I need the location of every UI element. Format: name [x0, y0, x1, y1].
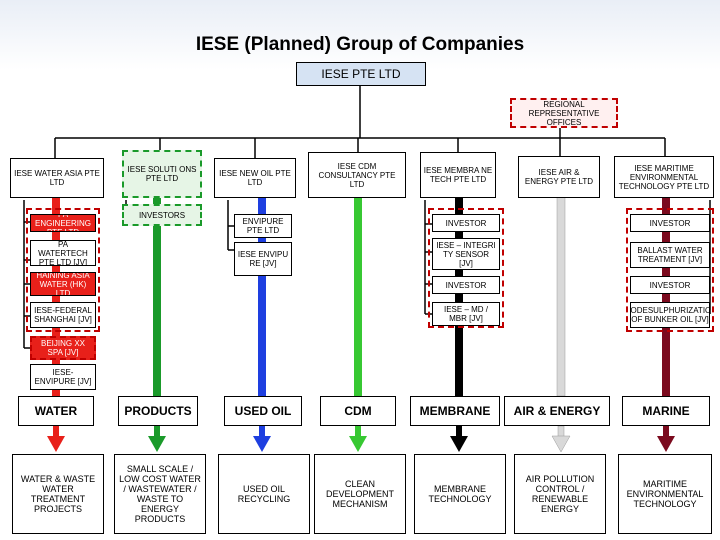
- membrane-sub-4: IESE – MD / MBR [JV]: [432, 302, 500, 326]
- company-water-asia: IESE WATER ASIA PTE LTD: [10, 158, 104, 198]
- marine-sub-2: BALLAST WATER TREATMENT [JV]: [630, 242, 710, 268]
- water-sub-2: PA WATERTECH PTE LTD [JV]: [30, 240, 96, 266]
- desc-cdm: CLEAN DEVELOPMENT MECHANISM: [314, 454, 406, 534]
- membrane-sub-3: INVESTOR: [432, 276, 500, 294]
- company-air-energy: IESE AIR & ENERGY PTE LTD: [518, 156, 600, 198]
- category-products: PRODUCTS: [118, 396, 198, 426]
- water-sub-1: PA ENGINEERING PTE LTD: [30, 214, 96, 232]
- company-membrane: IESE MEMBRA NE TECH PTE LTD: [420, 152, 496, 198]
- membrane-sub-1: INVESTOR: [432, 214, 500, 232]
- category-water: WATER: [18, 396, 94, 426]
- desc-used-oil: USED OIL RECYCLING: [218, 454, 310, 534]
- marine-sub-4: BIODESULPHURIZATION OF BUNKER OIL [JV]: [630, 302, 710, 328]
- water-subs-group: [26, 208, 100, 332]
- company-cdm: IESE CDM CONSULTANCY PTE LTD: [308, 152, 406, 198]
- marine-sub-3: INVESTOR: [630, 276, 710, 294]
- oil-sub-2: IESE ENVIPU RE [JV]: [234, 242, 292, 276]
- oil-sub-1: ENVIPURE PTE LTD: [234, 214, 292, 238]
- root-company: IESE PTE LTD: [296, 62, 426, 86]
- water-sub-6: IESE-ENVIPURE [JV]: [30, 364, 96, 390]
- desc-marine: MARITIME ENVIRONMENTAL TECHNOLOGY: [618, 454, 712, 534]
- regional-offices: REGIONAL REPRESENTATIVE OFFICES: [510, 98, 618, 128]
- company-new-oil: IESE NEW OIL PTE LTD: [214, 158, 296, 198]
- marine-sub-1: INVESTOR: [630, 214, 710, 232]
- water-sub-4: IESE-FEDERAL SHANGHAI [JV]: [30, 302, 96, 328]
- company-maritime: IESE MARITIME ENVIRONMENTAL TECHNOLOGY P…: [614, 156, 714, 198]
- membrane-sub-2: IESE – INTEGRI TY SENSOR [JV]: [432, 238, 500, 270]
- marine-subs-group: [626, 208, 714, 332]
- category-air-energy: AIR & ENERGY: [504, 396, 610, 426]
- category-membrane: MEMBRANE: [410, 396, 500, 426]
- desc-air-energy: AIR POLLUTION CONTROL / RENEWABLE ENERGY: [514, 454, 606, 534]
- water-sub-3: HAINING ASIA WATER (HK) LTD: [30, 272, 96, 296]
- category-cdm: CDM: [320, 396, 396, 426]
- desc-membrane: MEMBRANE TECHNOLOGY: [414, 454, 506, 534]
- desc-water: WATER & WASTE WATER TREATMENT PROJECTS: [12, 454, 104, 534]
- desc-products: SMALL SCALE / LOW COST WATER / WASTEWATE…: [114, 454, 206, 534]
- water-sub-5: BEIJING XX SPA [JV]: [30, 336, 96, 360]
- category-used-oil: USED OIL: [224, 396, 302, 426]
- membrane-subs-group: [428, 208, 504, 328]
- category-marine: MARINE: [622, 396, 710, 426]
- page-title: IESE (Planned) Group of Companies: [195, 34, 525, 55]
- company-solutions: IESE SOLUTI ONS PTE LTD: [122, 150, 202, 198]
- solutions-investors: INVESTORS: [122, 204, 202, 226]
